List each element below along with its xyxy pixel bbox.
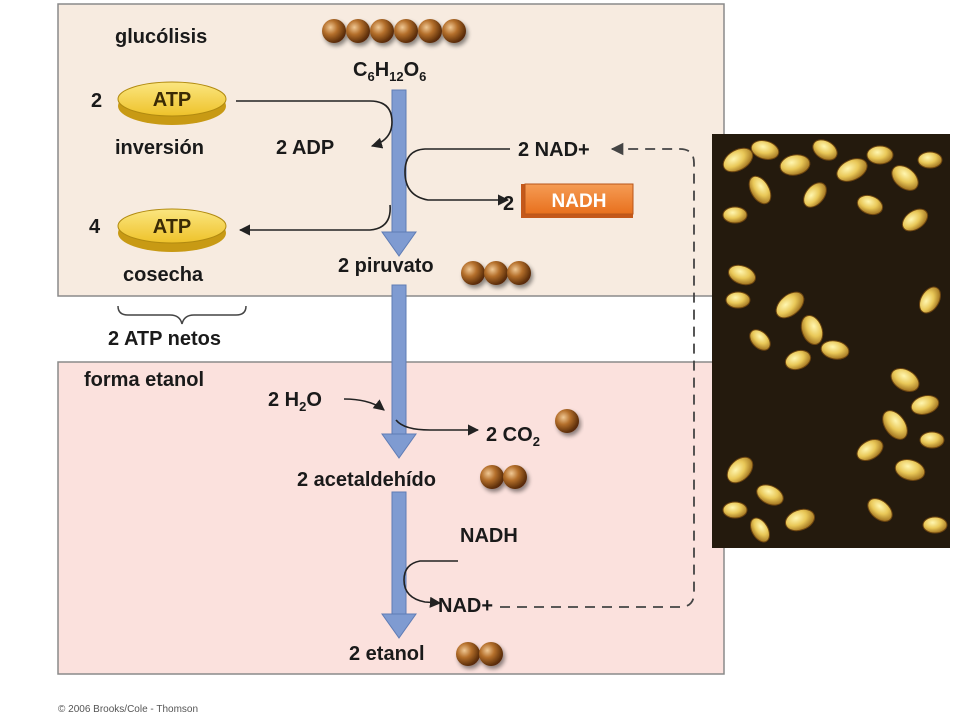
ethanol-molecules [456, 642, 503, 666]
harvest-label: cosecha [123, 264, 204, 286]
glucose-formula: C6H12O6 [353, 59, 426, 84]
acetaldehyde-molecules [480, 465, 527, 489]
svg-text:ATP: ATP [153, 89, 192, 111]
water-label: 2 H2O [268, 389, 322, 414]
co2-label: 2 CO2 [486, 424, 540, 449]
svg-text:ATP: ATP [153, 216, 192, 238]
atp-invest-count: 2 [91, 90, 102, 112]
nadh-count: 2 [503, 193, 514, 215]
nad-recycle-dashed-arrow [500, 142, 695, 608]
net-atp-brace [117, 305, 247, 325]
atp-harvest-count: 4 [89, 216, 101, 238]
glycolysis-title: glucólisis [115, 26, 207, 48]
ethanol-label: 2 etanol [349, 643, 425, 665]
ethanol-side-arrows [343, 398, 480, 608]
atp-invest-disc: ATP [117, 81, 227, 125]
invest-label: inversión [115, 137, 204, 159]
acetaldehyde-label: 2 acetaldehído [297, 469, 436, 491]
glycolysis-side-arrows [236, 100, 510, 236]
adp-label: 2 ADP [276, 137, 334, 159]
copyright: © 2006 Brooks/Cole - Thomson [58, 704, 198, 715]
pyruvate-molecules [461, 261, 531, 285]
pyruvate-label: 2 piruvato [338, 255, 434, 277]
svg-text:NADH: NADH [552, 191, 607, 212]
co2-molecule [555, 409, 579, 433]
glucose-molecule [322, 19, 466, 43]
nad-plus-label: 2 NAD+ [518, 139, 590, 161]
ethanol-nadh-label: NADH [460, 525, 518, 547]
nadh-box: NADH [521, 183, 634, 218]
atp-harvest-disc: ATP [117, 208, 227, 252]
ethanol-nad-plus-label: NAD+ [438, 595, 493, 617]
yeast-photo [712, 134, 950, 548]
net-atp-label: 2 ATP netos [108, 328, 221, 350]
ethanol-phase-title: forma etanol [84, 369, 204, 391]
